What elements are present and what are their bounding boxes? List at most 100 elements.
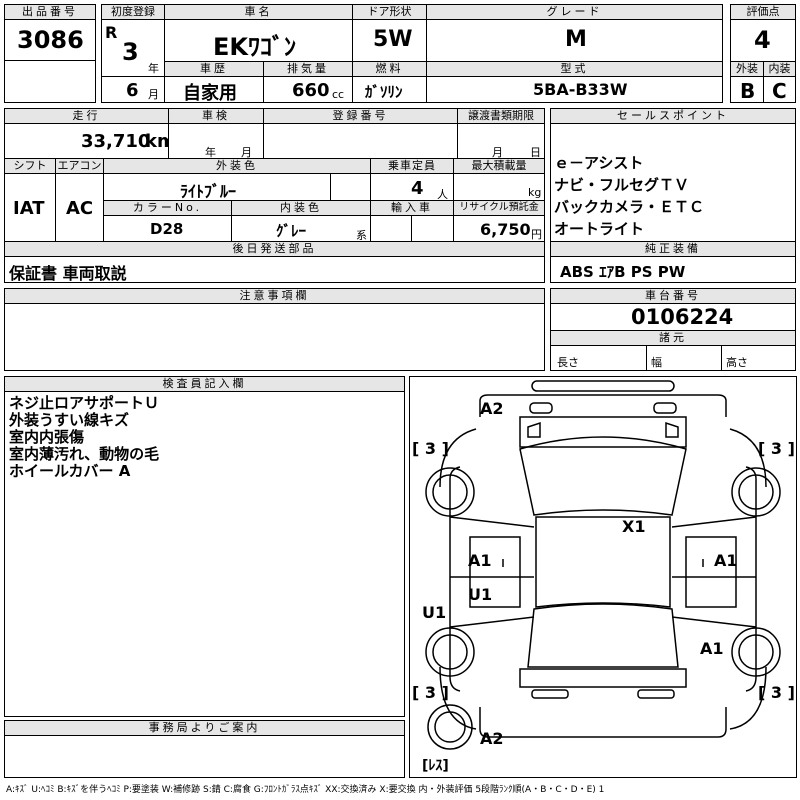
mileage: 33,710	[81, 131, 151, 152]
later-parts: 保証書 車両取説	[9, 264, 127, 283]
car-name: EKﾜｺﾞﾝ	[213, 33, 296, 61]
score: 4	[754, 26, 771, 54]
era: R	[105, 23, 118, 42]
transfer-label: 譲渡書類期限	[457, 108, 545, 124]
ext-cell: B	[730, 76, 764, 103]
history-label: 車歴	[164, 61, 264, 77]
width-label: 幅	[651, 356, 662, 369]
options: ABS ｴｱB PS PW	[560, 263, 686, 281]
load-cell: kg	[453, 173, 545, 201]
int-color-unit: 系	[356, 229, 367, 242]
options-label: 純正装備	[550, 241, 796, 257]
recycle: 6,750	[480, 220, 531, 239]
ext-color: ﾗｲﾄﾌﾞﾙｰ	[180, 182, 237, 201]
damage-mark: [ﾚｽ]	[422, 758, 449, 774]
color-no: D28	[150, 220, 184, 238]
sales-point-item: オートライト	[554, 220, 645, 238]
transfer-cell: 月 日	[457, 123, 545, 159]
month-unit: 月	[148, 88, 159, 101]
displacement-label: 排気量	[263, 61, 353, 77]
damage-mark: X1	[622, 517, 646, 536]
sales-points-label: セールスポイント	[550, 108, 796, 124]
ext-score: B	[740, 79, 756, 103]
ext-color-extra	[330, 173, 371, 201]
year-unit: 年	[148, 62, 159, 75]
office-cell	[4, 735, 405, 778]
fuel-label: 燃料	[352, 61, 427, 77]
grade: M	[565, 27, 587, 52]
recycle-cell: 6,750 円	[453, 215, 545, 242]
import-cell-2	[411, 215, 454, 242]
car-outline	[425, 380, 781, 750]
sales-points-list: ｅ－アシスト ナビ・フルセグＴＶ バックカメラ・ＥＴＣ オートライト	[550, 123, 796, 242]
chassis-no: 0106224	[631, 305, 734, 329]
inspector-line: 室内薄汚れ、動物の毛	[9, 445, 160, 463]
damage-mark: [ 3 ]	[412, 439, 449, 458]
color-no-label: カラーNo.	[103, 200, 232, 216]
ac-label: エアコン	[55, 158, 104, 174]
capacity-unit: 人	[437, 188, 448, 201]
history-cell: 自家用	[164, 76, 264, 104]
chassis-label: 車台番号	[550, 288, 796, 304]
car-damage-diagram: A2 [ 3 ] [ 3 ] X1 A1 A1 U1 U1 A1 [ 3 ] […	[409, 376, 797, 778]
insp-year-unit: 年	[205, 146, 216, 159]
import-cell-1	[370, 215, 412, 242]
lot-no-label: 出品番号	[4, 4, 96, 20]
door-label: ドア形状	[352, 4, 427, 20]
inspection-cell: 年 月	[168, 123, 264, 159]
lot-no-cell: 3086	[4, 19, 96, 61]
damage-mark: [ 3 ]	[412, 683, 449, 702]
inspector-line: 外装うすい線キズ	[9, 411, 130, 429]
legend: A:ｷｽﾞ U:ﾍｺﾐ B:ｷｽﾞを伴うﾍｺﾐ P:要塗装 W:補修跡 S:錆 …	[6, 785, 605, 795]
load-label: 最大積載量	[453, 158, 545, 174]
color-no-cell: D28	[103, 215, 232, 242]
reg-no-cell	[263, 123, 458, 159]
model: 5BA-B33W	[533, 80, 628, 99]
displacement-cell: 660 cc	[263, 76, 353, 103]
first-reg-cell: R 3 年	[101, 19, 165, 77]
model-label: 型式	[426, 61, 723, 77]
inspector-label: 検査員記入欄	[4, 376, 405, 392]
recycle-unit: 円	[531, 228, 542, 241]
grade-cell: M	[426, 19, 723, 62]
notes-label: 注意事項欄	[4, 288, 545, 304]
fuel: ｶﾞｿﾘﾝ	[365, 83, 403, 101]
chassis-cell: 0106224	[550, 303, 796, 331]
name-cell: EKﾜｺﾞﾝ	[164, 19, 353, 62]
reg-month-cell: 6 月	[101, 76, 165, 103]
mileage-label: 走行	[4, 108, 169, 124]
inspector-line: ネジ止ロアサポートＵ	[9, 394, 160, 412]
int-label: 内装	[763, 61, 796, 77]
damage-mark: A1	[700, 639, 724, 658]
recycle-label: リサイクル預託金	[453, 200, 545, 216]
history: 自家用	[183, 83, 237, 104]
shift: IAT	[13, 198, 45, 219]
score-cell: 4	[730, 19, 796, 62]
shift-label: シフト	[4, 158, 56, 174]
int-score: C	[772, 79, 787, 103]
door-cell: 5W	[352, 19, 427, 62]
shift-cell: IAT	[4, 173, 56, 242]
damage-mark: U1	[468, 585, 493, 604]
int-color-label: 内装色	[231, 200, 371, 216]
int-color: ｸﾞﾚｰ	[276, 222, 307, 240]
ext-color-label: 外装色	[103, 158, 371, 174]
lot-no: 3086	[17, 26, 84, 54]
mileage-cell: 33,710 km	[4, 123, 176, 159]
inspection-label: 車検	[168, 108, 264, 124]
int-cell: C	[763, 76, 796, 103]
model-cell: 5BA-B33W	[426, 76, 723, 103]
options-cell: ABS ｴｱB PS PW	[550, 256, 796, 283]
insp-month-unit: 月	[241, 146, 252, 159]
name-label: 車名	[164, 4, 353, 20]
damage-mark: A1	[714, 551, 738, 570]
reg-year: 3	[122, 38, 139, 66]
damage-mark: [ 3 ]	[758, 683, 795, 702]
score-label: 評価点	[730, 4, 796, 20]
damage-mark: A2	[480, 399, 504, 418]
height-cell: 高さ	[721, 345, 796, 371]
notes-cell	[4, 303, 545, 371]
damage-mark: A2	[480, 729, 504, 748]
ac: AC	[66, 198, 94, 219]
damage-mark: A1	[468, 551, 492, 570]
